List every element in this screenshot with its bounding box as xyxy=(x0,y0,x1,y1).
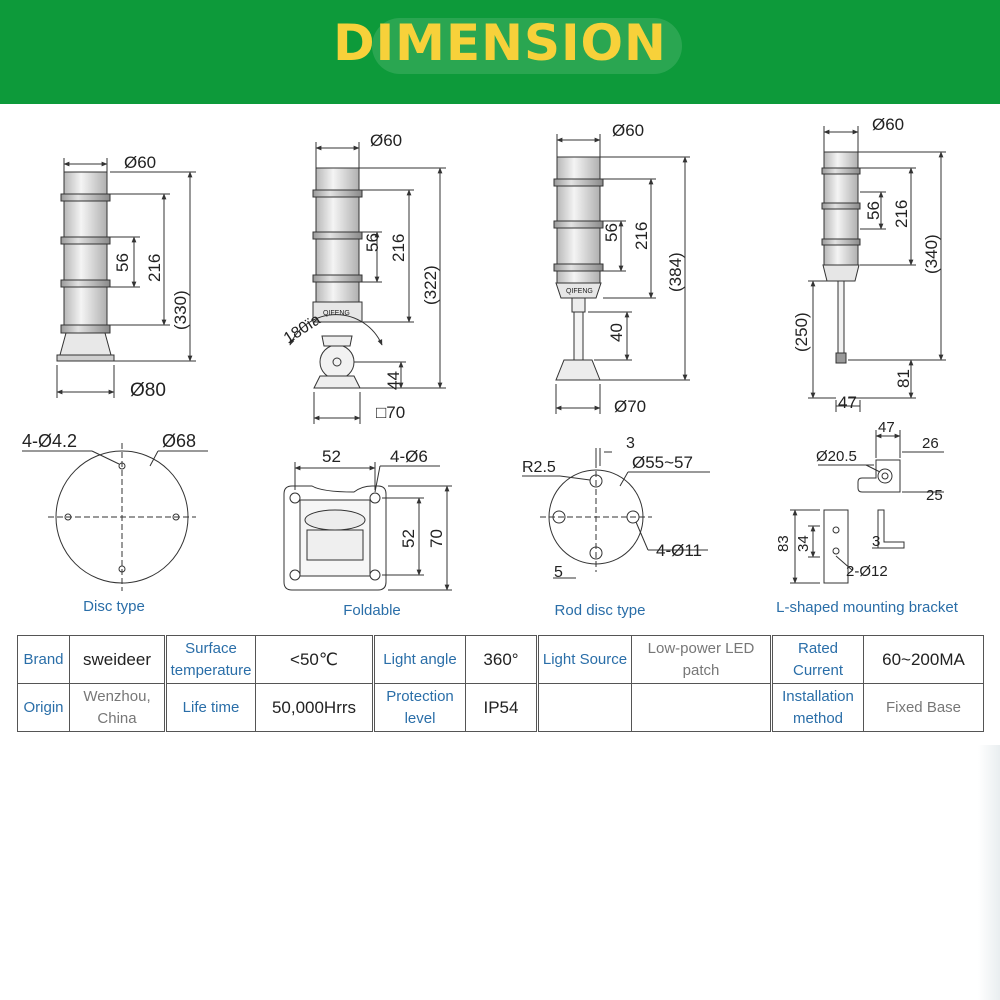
rod-dim-rod: 40 xyxy=(607,323,626,342)
rod-plan-gap: 3 xyxy=(626,435,635,452)
rod-plan-edge: 5 xyxy=(554,564,563,581)
rod-plan-radius: R2.5 xyxy=(522,459,556,476)
rod-dim-top: Ø60 xyxy=(612,121,644,140)
header-banner: DIMENSION xyxy=(0,0,1000,104)
bracket-dim-top: Ø60 xyxy=(872,115,904,134)
disc-plan-holes: 4-Ø4.2 xyxy=(22,431,77,451)
rod-dim-pitch: 56 xyxy=(602,223,621,242)
caption-l-bracket: L-shaped mounting bracket xyxy=(776,599,958,616)
bracket-plan-26: 26 xyxy=(922,435,939,452)
foldable-dim-angle: 180ïa xyxy=(281,311,324,347)
foldable-brand-mark: QIFENG xyxy=(323,310,350,317)
light-angle-value: 360° xyxy=(465,635,538,684)
foldable-dim-top: Ø60 xyxy=(370,131,402,150)
installation-method-value: Fixed Base xyxy=(863,683,984,732)
disc-dim-total: (330) xyxy=(171,290,190,330)
foldable-plan-holes: 4-Ø6 xyxy=(390,447,428,466)
disc-dim-base: Ø80 xyxy=(130,380,166,401)
foldable-dim-base: □70 xyxy=(376,403,405,422)
bracket-dim-pitch: 56 xyxy=(864,201,883,220)
disc-type-plan xyxy=(22,443,208,591)
disc-dim-body: 216 xyxy=(145,254,164,282)
rod-dim-base: Ø70 xyxy=(614,397,646,416)
life-time-label: Life time xyxy=(164,683,256,732)
foldable-plan-width: 52 xyxy=(322,447,341,466)
foldable-dim-total: (322) xyxy=(421,265,440,305)
bracket-dim-body: 216 xyxy=(892,200,911,228)
rod-disc-elevation xyxy=(553,134,690,414)
rod-plan-holes: 4-Ø11 xyxy=(656,541,702,560)
edge-shadow xyxy=(978,745,1000,1000)
table-row: Brand sweideer Surface temperature <50℃ … xyxy=(17,635,984,684)
rod-dim-body: 216 xyxy=(632,222,651,250)
dimension-drawings: Ø60 56 216 (330) Ø80 4-Ø4.2 Ø68 xyxy=(22,115,946,591)
origin-value: Wenzhou, China xyxy=(69,683,166,732)
bracket-dim-low: 81 xyxy=(894,369,913,388)
bracket-plan-width: 47 xyxy=(878,419,895,436)
caption-foldable: Foldable xyxy=(343,602,401,619)
rod-brand-mark: QIFENG xyxy=(566,288,593,295)
protection-level-label: Protection level xyxy=(372,683,466,732)
bracket-elevation xyxy=(808,126,946,412)
bracket-dim-width: 47 xyxy=(838,393,857,412)
rod-disc-plan xyxy=(522,448,710,579)
light-source-value: Low-power LED patch xyxy=(631,635,772,684)
empty-cell xyxy=(631,683,772,732)
surface-temperature-value: <50℃ xyxy=(255,635,374,684)
foldable-plan-total: 70 xyxy=(427,529,446,548)
foldable-plan xyxy=(283,462,452,591)
origin-label: Origin xyxy=(17,683,70,732)
disc-type-elevation xyxy=(56,158,196,398)
life-time-value: 50,000Hrrs xyxy=(255,683,374,732)
rated-current-label: Rated Current xyxy=(770,635,864,684)
rated-current-value: 60~200MA xyxy=(863,635,984,684)
bracket-plan-holes: 2-Ø12 xyxy=(846,563,888,580)
bracket-plan-83: 83 xyxy=(775,535,792,552)
disc-plan-circle: Ø68 xyxy=(162,431,196,451)
protection-level-value: IP54 xyxy=(465,683,538,732)
table-row: Origin Wenzhou, China Life time 50,000Hr… xyxy=(17,683,984,732)
surface-temperature-label: Surface temperature xyxy=(164,635,256,684)
foldable-dim-pitch: 56 xyxy=(363,233,382,252)
page-title: DIMENSION xyxy=(333,14,667,72)
foldable-elevation xyxy=(289,142,446,424)
brand-label: Brand xyxy=(17,635,70,684)
title-highlight xyxy=(372,18,682,74)
bracket-dim-pole: (250) xyxy=(792,312,811,352)
brand-value: sweideer xyxy=(69,635,166,684)
light-source-label: Light Source xyxy=(536,635,632,684)
caption-rod-disc-type: Rod disc type xyxy=(554,602,646,619)
bracket-plan-25: 25 xyxy=(926,487,943,504)
empty-cell xyxy=(536,683,632,732)
bracket-dim-total: (340) xyxy=(922,234,941,274)
bracket-plan-34: 34 xyxy=(795,535,812,552)
rod-dim-total: (384) xyxy=(666,252,685,292)
foldable-dim-base-height: 44 xyxy=(384,371,403,390)
bracket-plan-3: 3 xyxy=(872,533,880,550)
foldable-dim-body: 216 xyxy=(389,234,408,262)
disc-dim-top: Ø60 xyxy=(124,153,156,172)
bracket-plan xyxy=(790,430,944,584)
caption-disc-type: Disc type xyxy=(83,598,145,615)
rod-plan-circle: Ø55~57 xyxy=(632,453,693,472)
spec-table: Brand sweideer Surface temperature <50℃ … xyxy=(17,635,984,732)
installation-method-label: Installation method xyxy=(770,683,864,732)
light-angle-label: Light angle xyxy=(372,635,466,684)
disc-dim-pitch: 56 xyxy=(113,253,132,272)
foldable-plan-height: 52 xyxy=(399,529,418,548)
bracket-plan-hole: Ø20.5 xyxy=(816,448,857,465)
